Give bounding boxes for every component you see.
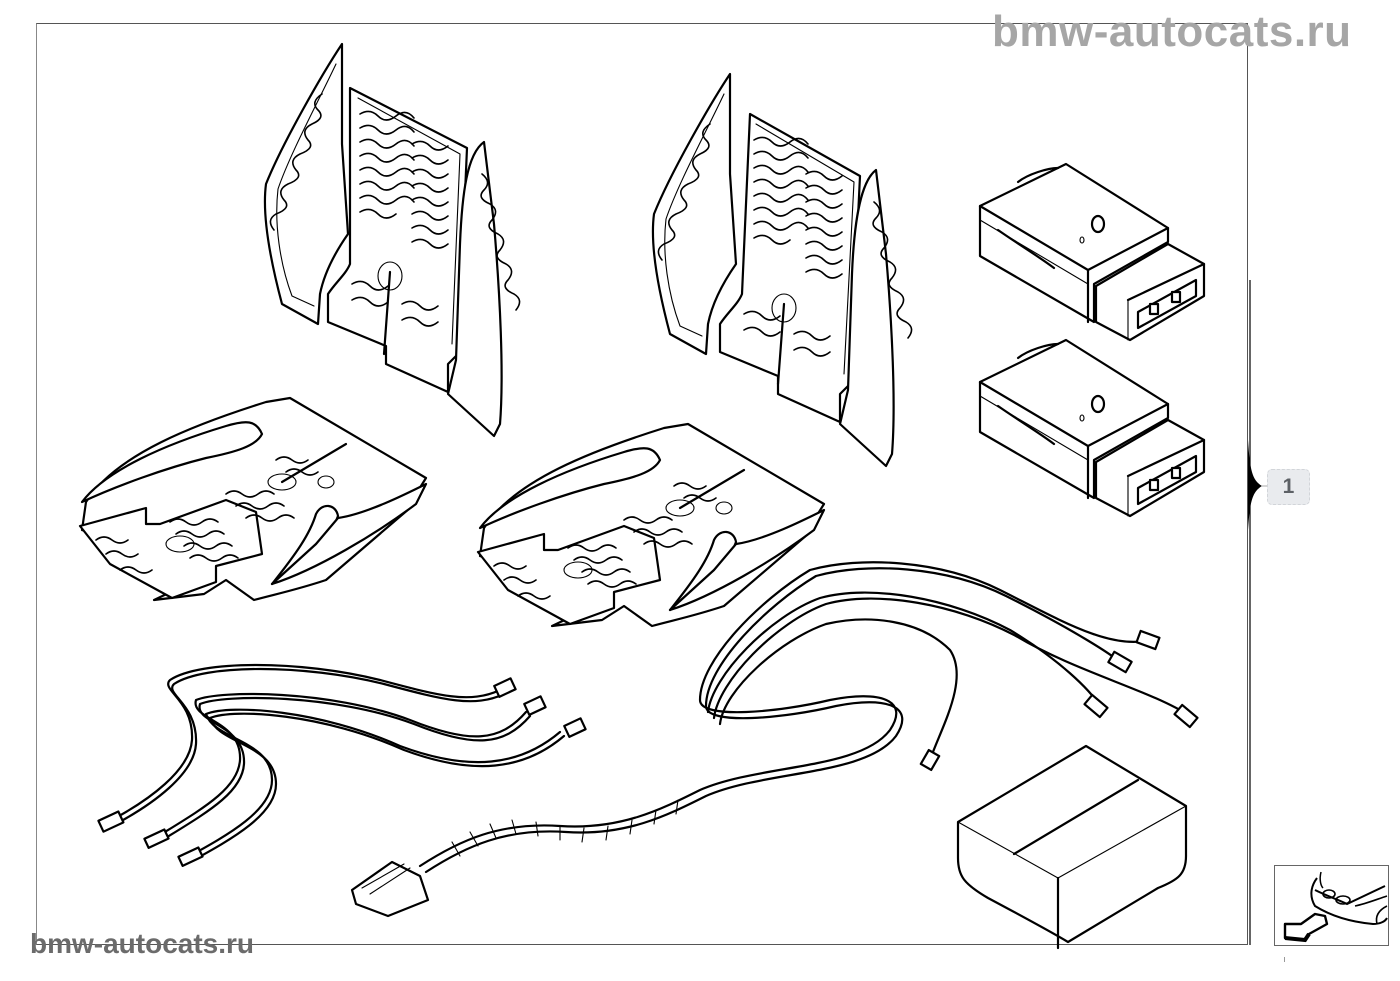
navigation-thumbnail[interactable] xyxy=(1274,865,1389,946)
watermark-bottom: bmw-autocats.ru xyxy=(30,928,255,959)
backrest-heating-element-right[interactable] xyxy=(651,72,913,468)
cushion-heating-element-right[interactable] xyxy=(476,422,826,628)
wiring-harness-main[interactable] xyxy=(350,561,1199,918)
backrest-heating-element-left[interactable] xyxy=(263,42,521,438)
callout-leader xyxy=(1248,280,1268,945)
cushion-heating-element-left[interactable] xyxy=(78,396,428,602)
watermark-top: bmw-autocats.ru xyxy=(992,7,1352,56)
diagram-frame xyxy=(36,23,1248,945)
nav-tick-mark xyxy=(1284,957,1285,962)
wiring-harness-short[interactable] xyxy=(97,663,587,867)
control-unit-lower[interactable] xyxy=(978,338,1206,518)
front-bumper-arrow-icon xyxy=(1283,871,1388,943)
callout-button-1[interactable]: 1 xyxy=(1267,469,1310,505)
control-unit-upper[interactable] xyxy=(978,162,1206,342)
small-parts-box[interactable] xyxy=(956,744,1188,950)
